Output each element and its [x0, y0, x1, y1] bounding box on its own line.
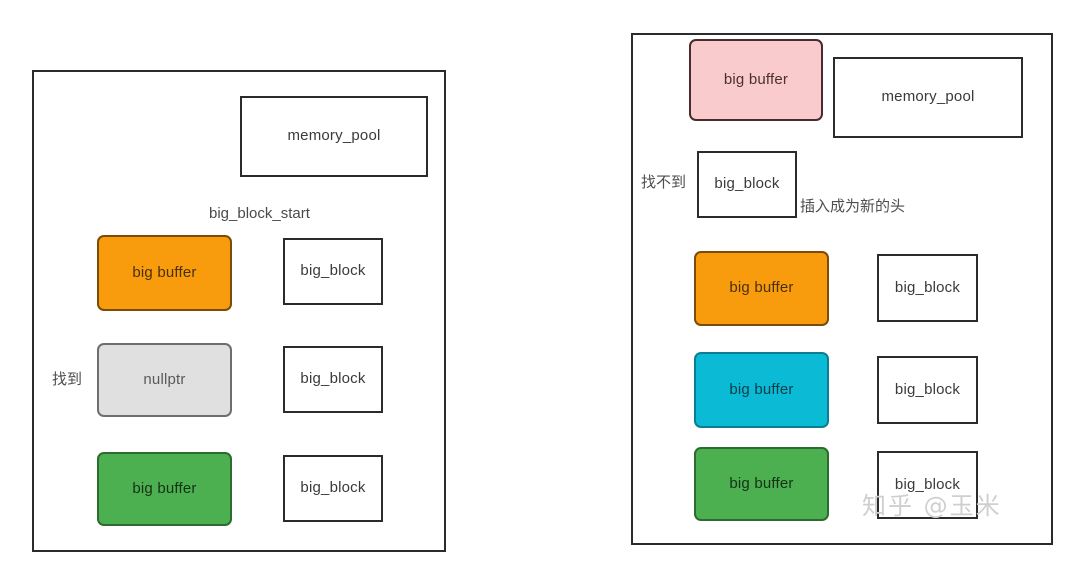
right-big-block-2-node: big_block: [877, 356, 978, 424]
right-big-buffer-orange-node: big buffer: [694, 251, 829, 326]
left-big-buffer-orange-node: big buffer: [97, 235, 232, 311]
found-label: 找到: [52, 370, 83, 388]
right-big-block-new-node: big_block: [697, 151, 797, 218]
left-big-block-2-node: big_block: [283, 346, 383, 413]
left-big-block-1-node: big_block: [283, 238, 383, 305]
watermark: 知乎 @玉米: [862, 492, 1002, 520]
right-big-buffer-cyan-node: big buffer: [694, 352, 829, 428]
right-memory-pool-node: memory_pool: [833, 57, 1023, 138]
big-block-start-label: big_block_start: [209, 205, 310, 222]
left-nullptr-node: nullptr: [97, 343, 232, 417]
right-big-buffer-pink-node: big buffer: [689, 39, 823, 121]
right-big-block-1-node: big_block: [877, 254, 978, 322]
left-big-block-3-node: big_block: [283, 455, 383, 522]
right-big-block-3-node: big_block: [877, 451, 978, 519]
left-memory-pool-node: memory_pool: [240, 96, 428, 177]
right-big-buffer-green-node: big buffer: [694, 447, 829, 521]
left-big-buffer-green-node: big buffer: [97, 452, 232, 526]
insert-as-new-head-label: 插入成为新的头: [800, 197, 906, 215]
not-found-label: 找不到: [641, 173, 687, 191]
